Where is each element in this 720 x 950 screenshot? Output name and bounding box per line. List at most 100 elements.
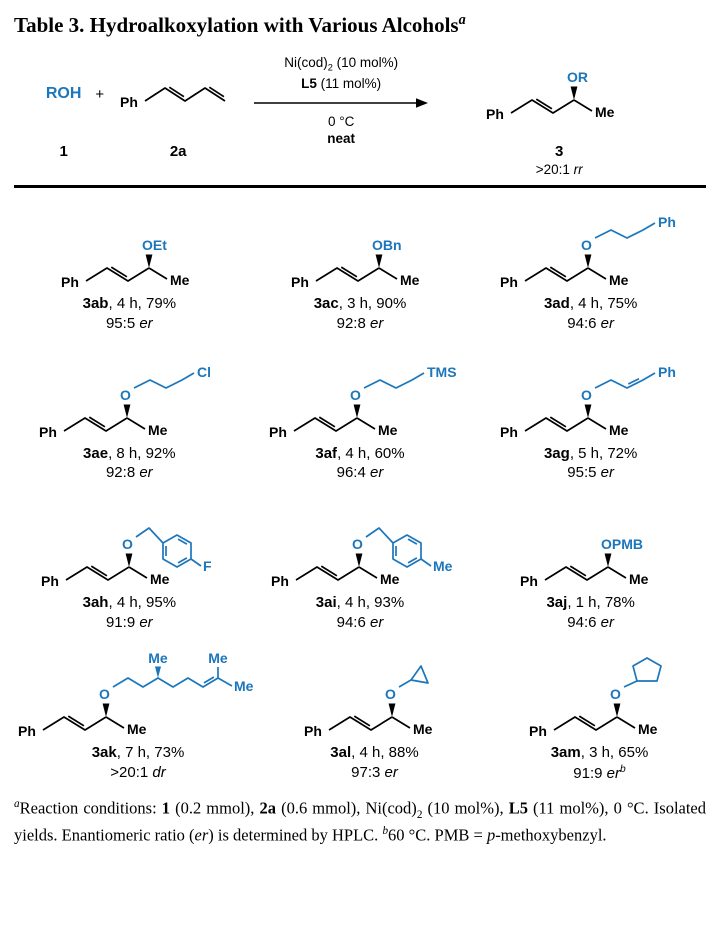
- compound-card-3ac: OBn 3ac, 3 h, 90% 92:8 er: [245, 202, 476, 334]
- double-bond-2: [208, 86, 225, 98]
- compound-caption: 3ak, 7 h, 73%: [91, 743, 185, 761]
- compound-caption: 3af, 4 h, 60%: [315, 444, 405, 462]
- branch-methyl-label: Me: [148, 651, 168, 666]
- structure-3af: O TMS: [268, 364, 457, 441]
- core-skeleton-use: [17, 702, 148, 740]
- compound-card-3ak: O Me Me Me 3ak, 7 h, 73% >20:1 dr: [14, 651, 262, 784]
- diene-bonds: [144, 87, 226, 102]
- table-title: Table 3. Hydroalkoxylation with Various …: [14, 12, 706, 38]
- core-skeleton-use: [499, 403, 630, 441]
- compound-number-2a: 2a: [169, 143, 187, 160]
- structure-3aj: OPMB: [519, 536, 650, 591]
- compound-caption: 3ad, 4 h, 75%: [543, 295, 638, 312]
- oxygen-label: O: [99, 686, 110, 702]
- compound-ratio: 94:6 er: [567, 613, 615, 631]
- core-skeleton-use: [303, 702, 434, 740]
- compound-caption: 3ag, 5 h, 72%: [543, 444, 638, 462]
- core-skeleton-use: [37, 403, 169, 441]
- reaction-arrow-icon: [254, 97, 429, 108]
- structure-product: OR: [485, 69, 616, 123]
- compound-card-3af: O TMS 3af, 4 h, 60% 96:4 er: [245, 352, 476, 484]
- terminal-label: TMS: [427, 364, 457, 380]
- compound-ratio: 91:9 er: [105, 613, 153, 631]
- or-group-label: OEt: [142, 237, 167, 253]
- r-group-chain: Ph: [594, 214, 676, 239]
- compound-card-3ag: O Ph 3ag, 5 h, 72% 95:5 er: [475, 352, 706, 484]
- aryl-ring: [392, 534, 423, 569]
- compound-number-1: 1: [59, 143, 68, 160]
- compound-card-3ae: O Cl 3ae, 8 h, 92% 92:8 er: [14, 352, 245, 484]
- r-group-benzyl-ring: F: [135, 527, 212, 574]
- core-skeleton-use: [485, 85, 616, 123]
- oxygen-label: O: [610, 686, 621, 702]
- structure-3am: O: [528, 656, 662, 740]
- compound-grid-last-row: O Me Me Me 3ak, 7 h, 73% >20:1 dr: [14, 651, 706, 784]
- oxygen-label: O: [385, 686, 396, 702]
- r-group-chain: Cl: [133, 364, 211, 389]
- core-skeleton-use: [499, 253, 630, 291]
- compound-ratio: 92:8 er: [336, 314, 384, 332]
- reaction-conditions: Ni(cod)2 (10 mol%) L5 (11 mol%) 0 °C nea…: [252, 46, 430, 156]
- plus-sign: +: [95, 85, 105, 103]
- oxygen-label: O: [581, 237, 592, 253]
- r-double-bond: [203, 676, 215, 684]
- compound-card-3am: O 3am, 3 h, 65% 91:9 erb: [487, 651, 712, 784]
- product-structure-wrap: OR: [444, 46, 674, 142]
- or-label: OR: [567, 69, 588, 85]
- structure-diene: Ph: [120, 86, 226, 110]
- product-selectivity: >20:1 rr: [535, 162, 583, 177]
- core-skeleton-use: [270, 552, 401, 591]
- cyclopropane-ring: [410, 664, 429, 684]
- compound-card-3ah: O F 3ah, 4 h, 95% 91:9 er: [14, 501, 245, 633]
- compound-ratio: 91:9 erb: [573, 763, 626, 782]
- core-skeleton-use: [528, 702, 659, 740]
- core-skeleton-use: [268, 403, 399, 441]
- structure-3ai: O Me: [270, 527, 453, 591]
- double-bond-1: [168, 86, 185, 98]
- oxygen-label: O: [120, 387, 131, 403]
- r-group-benzyl-ring: Me: [366, 527, 453, 574]
- terminal-label: F: [203, 558, 212, 574]
- compound-caption: 3ac, 3 h, 90%: [313, 295, 407, 312]
- compound-caption: 3ab, 4 h, 79%: [82, 295, 177, 312]
- oxygen-label: O: [352, 536, 363, 552]
- compound-card-3ad: O Ph 3ad, 4 h, 75% 94:6 er: [475, 202, 706, 334]
- structure-3al: O: [303, 664, 434, 740]
- condition-temperature: 0 °C: [327, 113, 355, 129]
- structure-3ag: O Ph: [499, 364, 676, 441]
- cyclopentane-ring: [632, 656, 662, 682]
- reactant-diene: Ph 2a: [118, 46, 238, 160]
- reactant-alcohol: ROH 1: [46, 46, 82, 160]
- r-group-citronellyl-chain: Me Me Me: [112, 651, 254, 694]
- condition-ligand: L5 (11 mol%): [301, 75, 382, 91]
- compound-grid: OEt 3ab, 4 h, 79% 95:5 er OBn 3ac, 3 h, …: [14, 202, 706, 633]
- compound-card-3al: O 3al, 4 h, 88% 97:3 er: [262, 651, 487, 784]
- condition-solvent: neat: [327, 131, 356, 147]
- compound-ratio: 94:6 er: [336, 613, 384, 631]
- core-skeleton-use: [59, 253, 191, 291]
- title-text: Table 3. Hydroalkoxylation with Various …: [14, 13, 459, 37]
- terminal-label: Ph: [658, 214, 676, 230]
- structure-3ae: O Cl: [37, 364, 211, 441]
- table-figure: Table 3. Hydroalkoxylation with Various …: [14, 12, 706, 847]
- structure-3ab: OEt: [59, 237, 191, 291]
- compound-card-3ab: OEt 3ab, 4 h, 79% 95:5 er: [14, 202, 245, 334]
- oxygen-label: O: [581, 387, 592, 403]
- r-double-bond: [628, 377, 640, 385]
- compound-ratio: 95:5 er: [567, 464, 615, 482]
- r-group-chain: TMS: [364, 364, 457, 389]
- terminal-label: Cl: [197, 364, 211, 380]
- compound-caption: 3ah, 4 h, 95%: [82, 594, 177, 612]
- structure-3ac: OBn: [290, 237, 421, 291]
- terminal-methyl-label-1: Me: [208, 651, 228, 666]
- alcohol-structure: ROH: [46, 46, 82, 142]
- title-footnote-marker: a: [458, 12, 466, 28]
- condition-catalyst: Ni(cod)2 (10 mol%): [284, 55, 399, 74]
- alcohol-formula: ROH: [45, 85, 82, 102]
- terminal-label: Me: [433, 558, 453, 574]
- ph-label: Ph: [120, 94, 138, 110]
- compound-ratio: 94:6 er: [567, 314, 615, 332]
- table-footnote: aReaction conditions: 1 (0.2 mmol), 2a (…: [14, 798, 707, 845]
- reaction-scheme: ROH 1 + Ph 2a Ni(cod)2 (10 mol%) L5 (11 …: [14, 44, 706, 177]
- or-group-label: OBn: [372, 237, 402, 253]
